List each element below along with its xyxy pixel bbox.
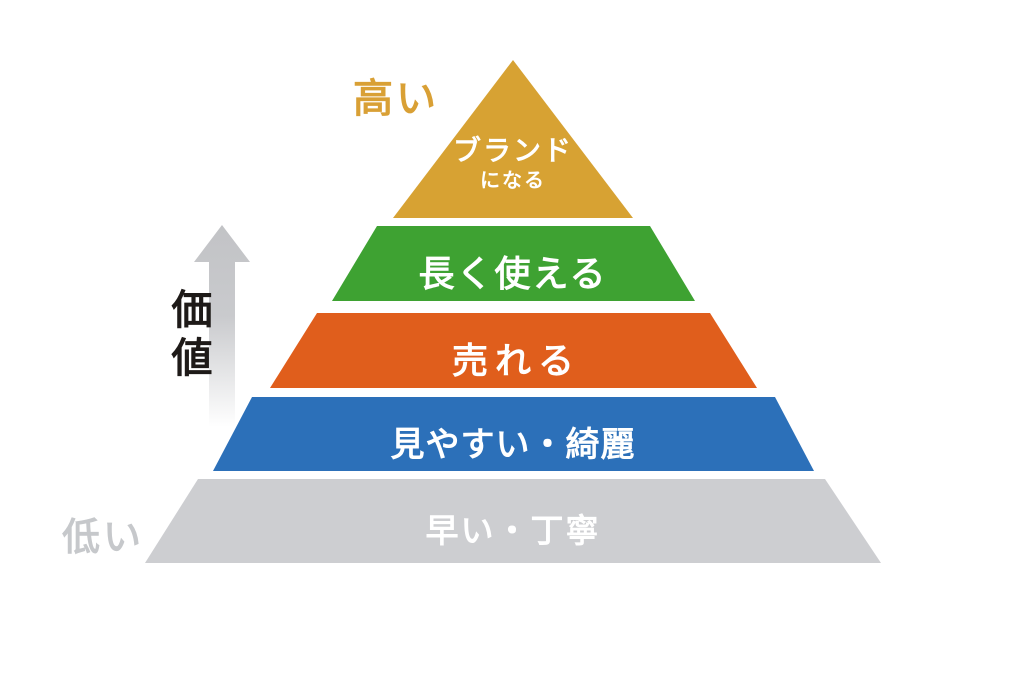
pyramid-level-4-shape — [213, 397, 814, 471]
value-axis-label: 価値 — [165, 288, 211, 384]
pyramid-level-2-shape — [332, 226, 695, 301]
value-low-label: 低い — [62, 517, 145, 559]
up-arrow-icon — [194, 225, 250, 427]
pyramid-level-3-shape — [270, 313, 757, 388]
pyramid-level-2-label: 長く使える — [418, 253, 608, 294]
pyramid-level-1-shape — [393, 60, 633, 218]
pyramid-level-3-label: 売れる — [451, 340, 582, 381]
pyramid-level-1-label: ブランド になる — [452, 135, 574, 192]
level-1-label-text: ブランド — [452, 135, 574, 166]
pyramid-level-5-label: 早い・丁寧 — [425, 512, 601, 549]
pyramid-level-4-label: 見やすい・綺麗 — [390, 426, 636, 464]
pyramid-level-5-shape — [145, 479, 881, 563]
value-high-label: 高い — [353, 77, 439, 121]
level-1-sublabel-text: になる — [479, 169, 546, 192]
